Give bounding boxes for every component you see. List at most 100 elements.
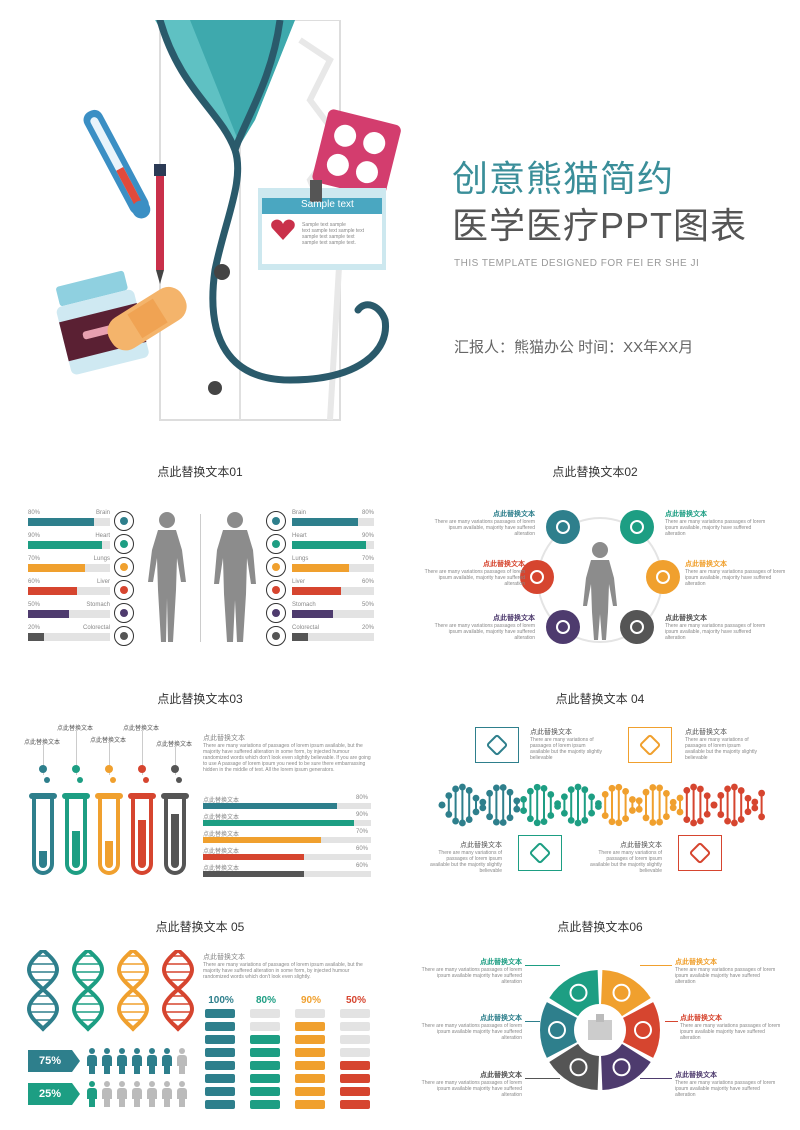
person-legs bbox=[134, 1066, 140, 1074]
dna-node bbox=[486, 813, 493, 821]
person-legs bbox=[149, 1066, 155, 1074]
dna-node bbox=[724, 785, 731, 793]
progress-fill bbox=[28, 633, 45, 641]
tube-liquid bbox=[39, 851, 47, 868]
person-head bbox=[119, 1081, 125, 1087]
item-text: There are many variations of passages of… bbox=[530, 737, 602, 761]
icon-glyph bbox=[556, 520, 570, 534]
dna-node bbox=[663, 790, 670, 797]
tag-arrow bbox=[72, 1083, 80, 1105]
icon-glyph bbox=[630, 620, 644, 634]
dna-node bbox=[595, 803, 602, 810]
microscope-icon bbox=[569, 983, 588, 1002]
tube-rim bbox=[95, 793, 123, 799]
dna-node bbox=[717, 792, 725, 799]
bar-pct: 60% bbox=[356, 846, 369, 852]
thermometer-icon bbox=[83, 109, 151, 219]
organ-label: Colorectal bbox=[292, 625, 320, 631]
column-segment bbox=[295, 1074, 325, 1083]
icon-dot bbox=[272, 540, 280, 548]
column-segment bbox=[205, 1048, 235, 1057]
column-segment bbox=[340, 1048, 370, 1057]
person-icon bbox=[86, 1048, 98, 1074]
tube-pointer bbox=[76, 731, 77, 775]
organ-label: Brain bbox=[292, 510, 307, 516]
card-line: sample text sample text. bbox=[302, 240, 356, 246]
column-segment bbox=[250, 1061, 280, 1070]
tube-pointer bbox=[142, 731, 143, 775]
stomach-icon bbox=[266, 603, 286, 623]
bubble bbox=[176, 777, 182, 783]
panel4: 点此替换文本 There are many variations of passa… bbox=[410, 715, 790, 885]
test-tube-icon bbox=[164, 795, 186, 875]
panel2-title: 点此替换文本02 bbox=[552, 465, 638, 479]
liver-icon bbox=[520, 560, 554, 594]
organ-label: Stomach bbox=[292, 602, 316, 608]
first-aid-icon bbox=[548, 1021, 566, 1039]
item-label: 点此替换文本 bbox=[620, 842, 662, 849]
dna-node bbox=[608, 784, 616, 792]
progress-fill bbox=[203, 837, 321, 843]
item-label: 点此替换文本 bbox=[675, 959, 717, 966]
stomach-icon bbox=[546, 610, 580, 644]
item-label: 点此替换文本 bbox=[480, 1072, 522, 1079]
column-segment bbox=[295, 1100, 325, 1109]
progress-track bbox=[28, 518, 110, 526]
item-label: 点此替换文本 bbox=[493, 511, 535, 518]
column-segment bbox=[250, 1074, 280, 1083]
dna-node bbox=[581, 816, 589, 824]
organ-label: Liver bbox=[292, 579, 306, 585]
item-label: 点此替换文本 bbox=[685, 561, 727, 568]
brain-icon bbox=[266, 511, 286, 531]
item-label: 点此替换文本 bbox=[680, 1015, 722, 1022]
icon-dot bbox=[120, 563, 128, 571]
item-label: 点此替换文本 bbox=[480, 1015, 522, 1022]
person-head bbox=[164, 1081, 170, 1087]
dna-node bbox=[486, 789, 493, 797]
progress-track bbox=[28, 610, 110, 618]
bar-label: 点此替换文本 bbox=[203, 798, 240, 804]
dna-node bbox=[479, 804, 487, 812]
dna-node bbox=[622, 787, 629, 795]
panel3: 点此替换文本点此替换文本点此替换文本点此替换文本点此替换文本 点此替换文本 Th… bbox=[0, 715, 400, 885]
male-body-figure bbox=[214, 512, 256, 642]
dna-node bbox=[642, 814, 650, 822]
card-line: sample text sample text bbox=[302, 234, 355, 240]
item-label: 点此替换文本 bbox=[675, 1072, 717, 1079]
heart-icon bbox=[114, 534, 134, 554]
dna-node bbox=[635, 797, 643, 805]
person-legs bbox=[89, 1099, 95, 1107]
organ-label: Stomach bbox=[86, 602, 110, 608]
tube-pointer bbox=[175, 747, 176, 775]
molecule-icon bbox=[518, 835, 562, 871]
column-segment bbox=[295, 1009, 325, 1018]
progress-fill bbox=[28, 610, 69, 618]
column-segment bbox=[205, 1035, 235, 1044]
column-segment bbox=[250, 1035, 280, 1044]
person-legs bbox=[149, 1099, 155, 1107]
dna-node bbox=[663, 813, 670, 820]
dna-node bbox=[690, 783, 697, 791]
icon-glyph bbox=[656, 570, 670, 584]
person-body bbox=[177, 1055, 187, 1066]
progress-track bbox=[292, 564, 374, 572]
dna-node bbox=[629, 796, 636, 803]
dna-node bbox=[737, 816, 745, 823]
progress-track bbox=[28, 541, 110, 549]
colon-icon bbox=[114, 626, 134, 646]
person-head bbox=[149, 1048, 155, 1054]
icon-glyph bbox=[530, 570, 544, 584]
person-legs bbox=[179, 1066, 185, 1074]
person-body bbox=[162, 1088, 172, 1099]
dna-node bbox=[452, 785, 459, 793]
bubble bbox=[105, 765, 113, 773]
person-icon bbox=[131, 1048, 143, 1074]
progress-track bbox=[292, 541, 374, 549]
dna-node bbox=[527, 787, 534, 795]
dna-node bbox=[629, 807, 636, 814]
icon-dot bbox=[120, 632, 128, 640]
